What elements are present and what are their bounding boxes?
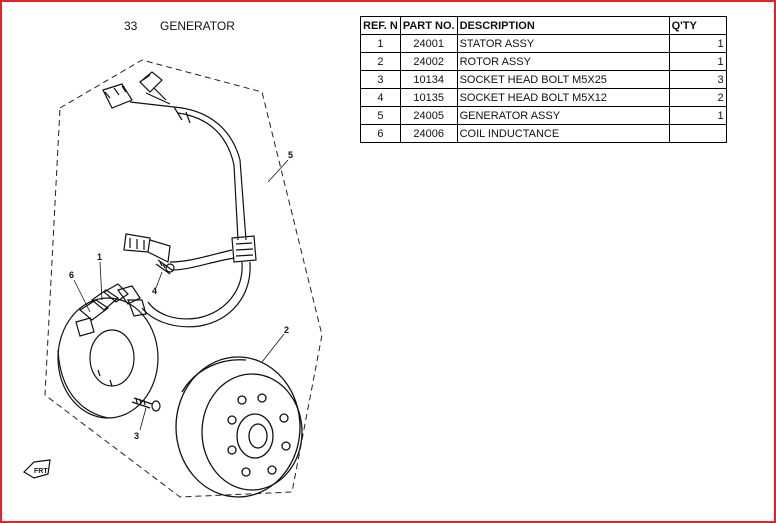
rotor-flywheel: [175, 356, 303, 498]
row-description: COIL INDUCTANCE: [456, 124, 670, 143]
row-part-no: 24006: [399, 124, 458, 143]
callout-3: 3: [134, 431, 139, 441]
section-number: 33: [124, 19, 138, 33]
front-arrow-label: FRT: [34, 468, 48, 475]
lower-connector: [123, 233, 171, 263]
row-description: SOCKET HEAD BOLT M5X12: [456, 88, 670, 107]
callout-6: 6: [69, 270, 74, 280]
table-row: 6 24006 COIL INDUCTANCE: [360, 124, 727, 143]
top-connector: [102, 71, 175, 109]
row-ref: 6: [360, 124, 401, 143]
header-qty: Q'TY: [668, 16, 727, 35]
parts-table: REF. N PART NO. DESCRIPTION Q'TY 1 24001…: [360, 16, 727, 143]
table-header-row: REF. N PART NO. DESCRIPTION Q'TY: [360, 16, 727, 35]
table-row: 2 24002 ROTOR ASSY 1: [360, 52, 727, 71]
table-row: 4 10135 SOCKET HEAD BOLT M5X12 2: [360, 88, 727, 107]
callout-2: 2: [284, 325, 289, 335]
table-row: 5 24005 GENERATOR ASSY 1: [360, 106, 727, 125]
table-row: 1 24001 STATOR ASSY 1: [360, 34, 727, 53]
leader-lines: [73, 159, 289, 431]
assembly-outline: [44, 59, 323, 498]
front-arrow-icon: FRT: [23, 459, 51, 479]
stator-assembly: [57, 283, 159, 419]
bolt-m5x12: [155, 259, 175, 275]
callout-1: 1: [97, 252, 102, 262]
callout-4: 4: [152, 286, 157, 296]
wire-harness: [141, 106, 257, 328]
row-part-no: 24005: [399, 106, 458, 125]
bolt-m5x25: [131, 397, 161, 412]
section-title: GENERATOR: [160, 19, 235, 33]
row-qty: [668, 124, 727, 143]
row-part-no: 10135: [399, 88, 458, 107]
callout-5: 5: [288, 150, 293, 160]
